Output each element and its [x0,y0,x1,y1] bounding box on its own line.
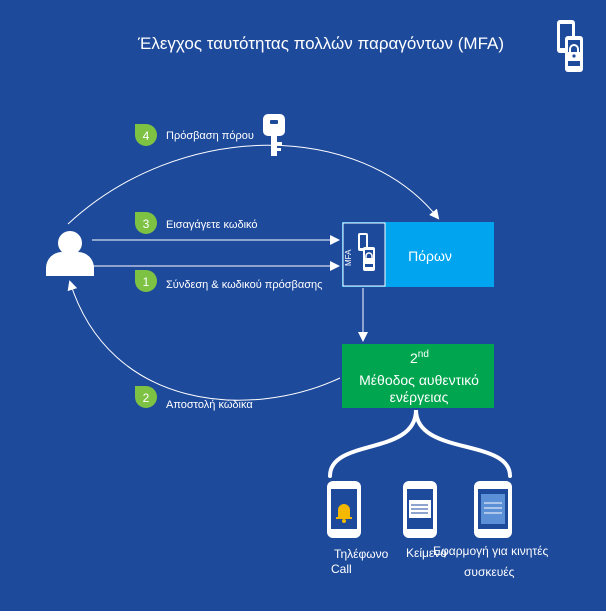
second-method-line2: ενέργειας [390,389,449,405]
text-message-device [403,481,437,538]
svg-text:4: 4 [143,129,150,143]
resource-label: Πόρων [408,248,452,264]
device-label-app-1: Εφαρμογή για κινητές [433,544,549,558]
diagram-title: Έλεγχος ταυτότητας πολλών παραγόντων (MF… [137,34,504,53]
step-badge-3: 3 [135,212,157,234]
mobile-app-device [474,481,512,538]
user-icon [46,231,94,276]
send-code-arc [67,280,341,401]
step-badge-2: 2 [135,386,157,408]
access-resource-arc [67,144,440,225]
step-badge-1: 1 [135,270,157,292]
step-label-access-resource: Πρόσβαση πόρου [166,130,254,142]
device-label-app-2: συσκευές [464,565,515,579]
device-label-text: Κείμενο [406,546,447,560]
device-label-call-2: Call [331,562,352,576]
svg-text:2: 2 [143,391,150,405]
second-method-line1: Μέθοδος αυθεντικό [359,372,479,388]
step-label-send-code: Αποστολή κώδικα [166,399,253,411]
mfa-phone-lock-icon [358,233,375,271]
second-method-ordinal: 2nd [410,349,429,366]
sms-icon [409,500,431,518]
svg-text:3: 3 [143,217,150,231]
phone-call-device [327,481,361,538]
second-method-box [342,344,494,408]
bell-icon [336,504,352,523]
step-badge-4: 4 [135,124,157,146]
mfa-tag: MFA [344,249,353,266]
step-label-enter-code: Εισαγάγετε κωδικό [166,219,258,231]
step-label-signin: Σύνδεση & κωδικού πρόσβασης [166,279,322,291]
device-label-call-1: Τηλέφωνο [334,547,389,561]
svg-text:1: 1 [143,275,150,289]
app-icon [481,494,505,524]
phone-lock-icon [557,20,583,72]
method-brace [328,409,512,478]
